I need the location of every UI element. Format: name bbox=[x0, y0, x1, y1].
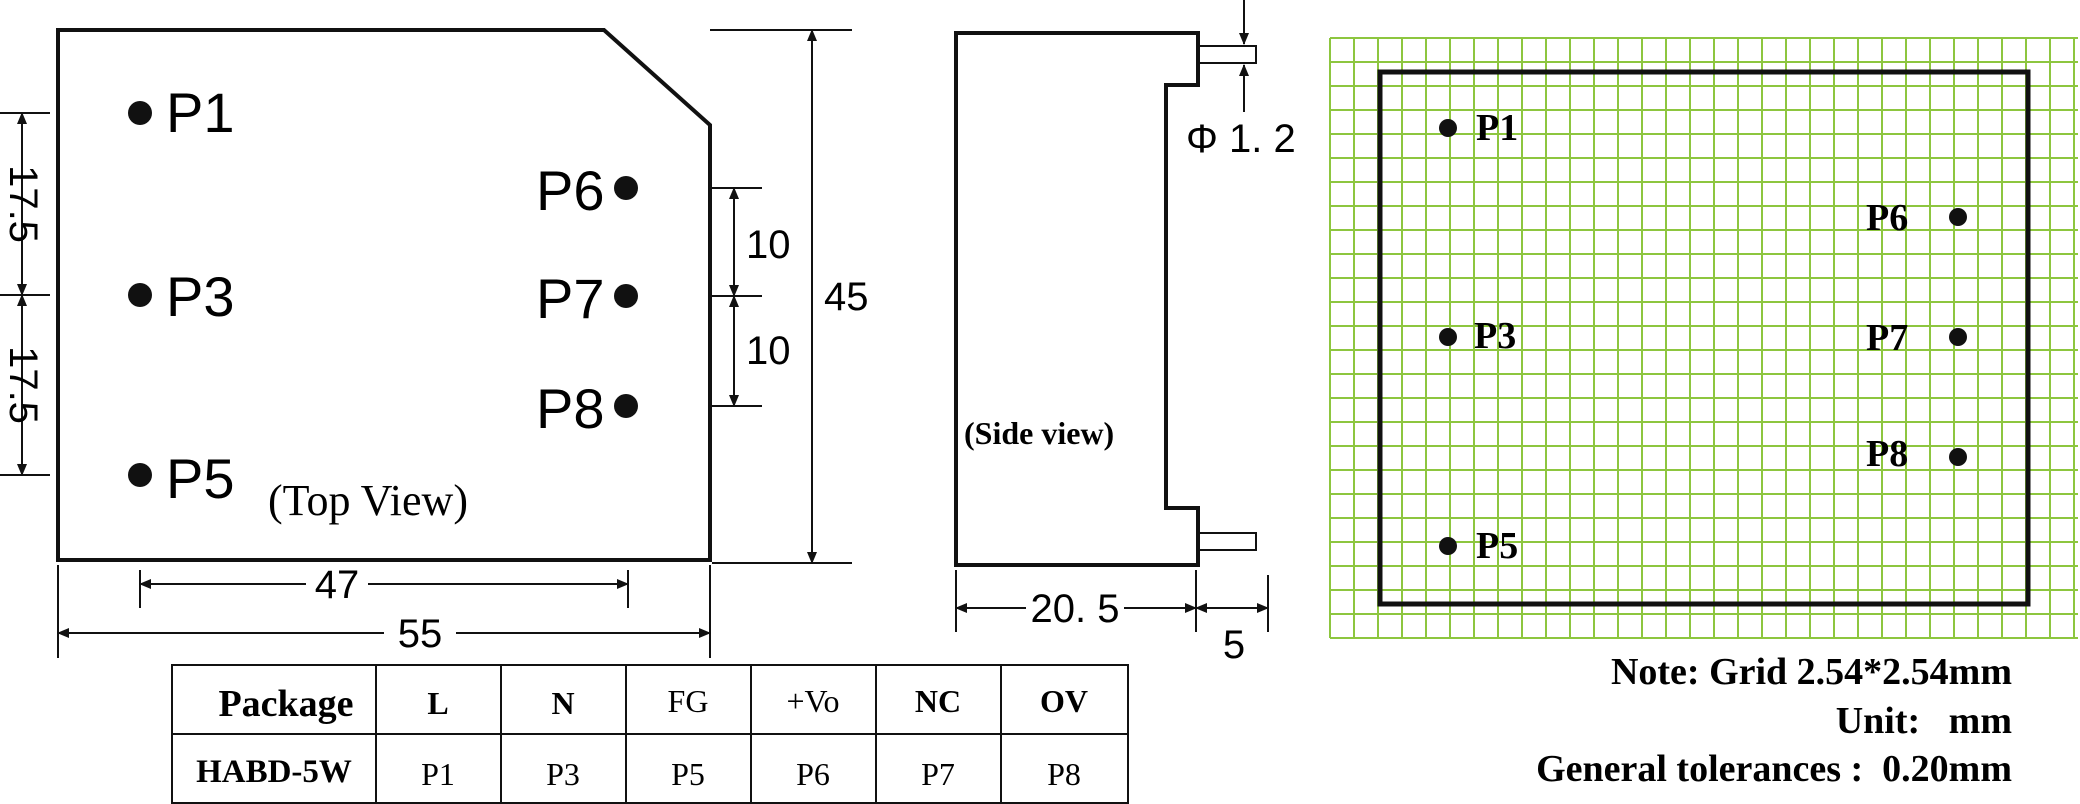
grid-pin-p7-dot bbox=[1949, 328, 1967, 346]
side-view-outline bbox=[954, 31, 1200, 567]
pin-p8-dot bbox=[614, 394, 638, 418]
pin-p7-label: P7 bbox=[536, 267, 605, 330]
dim-pin-diameter: Φ 1. 2 bbox=[1186, 117, 1296, 161]
dim-height: 45 bbox=[824, 275, 869, 319]
pin-pitch-dimensions bbox=[712, 187, 762, 407]
grid-pin-p3-label: P3 bbox=[1474, 315, 1516, 357]
grid-pin-p1-label: P1 bbox=[1476, 107, 1518, 149]
grid-pin-p8-dot bbox=[1949, 448, 1967, 466]
grid-pin-p6-dot bbox=[1949, 208, 1967, 226]
grid-view-outline bbox=[1377, 69, 2031, 607]
pin-p8-label: P8 bbox=[536, 377, 605, 440]
top-view-outline bbox=[56, 28, 712, 562]
table-header-ov: OV bbox=[1040, 683, 1088, 719]
table-cell-l: P1 bbox=[421, 756, 455, 792]
side-pin-top bbox=[1197, 45, 1257, 64]
pin-p6-dot bbox=[614, 176, 638, 200]
grid-pin-p3-dot bbox=[1439, 328, 1457, 346]
table-header-l: L bbox=[427, 685, 448, 721]
note-tolerance: General tolerances : 0.20mm bbox=[1536, 748, 2012, 790]
table-cell-nc: P7 bbox=[921, 756, 955, 792]
dim-right-lower: 10 bbox=[746, 329, 791, 373]
pin-p7-dot bbox=[614, 284, 638, 308]
table-header-vo: +Vo bbox=[786, 683, 839, 719]
table-header-nc: NC bbox=[915, 683, 961, 719]
note-grid: Note: Grid 2.54*2.54mm bbox=[1611, 651, 2012, 693]
table-header-n: N bbox=[551, 685, 574, 721]
pin-table: Package L N FG +Vo NC OV HABD-5W P1 P3 P… bbox=[171, 664, 1129, 804]
grid-pin-p5-label: P5 bbox=[1476, 525, 1518, 567]
grid-pin-p8-label: P8 bbox=[1866, 433, 1908, 475]
table-header-fg: FG bbox=[668, 683, 709, 719]
table-cell-vo: P6 bbox=[796, 756, 830, 792]
pin-p5-label: P5 bbox=[166, 447, 235, 510]
side-pin-bottom bbox=[1197, 532, 1257, 551]
grid-pin-p6-label: P6 bbox=[1866, 197, 1908, 239]
grid-pin-p1-dot bbox=[1439, 119, 1457, 137]
top-view-caption: (Top View) bbox=[268, 476, 468, 525]
pin-p5-dot bbox=[128, 463, 152, 487]
height-dimension bbox=[710, 29, 852, 564]
table-cell-model: HABD-5W bbox=[196, 754, 352, 790]
width-dimension bbox=[57, 565, 711, 658]
grid-pin-p5-dot bbox=[1439, 537, 1457, 555]
pin-p6-label: P6 bbox=[536, 159, 605, 222]
grid-pin-p7-label: P7 bbox=[1866, 317, 1908, 359]
side-depth-dimension bbox=[955, 570, 1269, 632]
dim-pin-span: 47 bbox=[315, 563, 360, 607]
notes: Note: Grid 2.54*2.54mm Unit: mm General … bbox=[1536, 651, 2012, 790]
table-cell-n: P3 bbox=[546, 756, 580, 792]
table-header-package: Package bbox=[218, 683, 353, 725]
note-unit: Unit: mm bbox=[1836, 700, 2012, 742]
pin-p3-dot bbox=[128, 283, 152, 307]
dim-left-lower: 17.5 bbox=[1, 346, 45, 424]
side-view-caption: (Side view) bbox=[964, 415, 1114, 451]
grid-lines bbox=[1329, 37, 2078, 639]
top-view: P1 P3 P5 P6 P7 P8 (Top View) 17.5 17.5 bbox=[0, 28, 869, 658]
dim-body-depth: 20. 5 bbox=[1031, 587, 1120, 631]
dim-right-upper: 10 bbox=[746, 223, 791, 267]
dim-pin-length: 5 bbox=[1223, 623, 1245, 667]
pin-p1-dot bbox=[128, 101, 152, 125]
left-dimensions bbox=[0, 112, 50, 476]
pin-p1-label: P1 bbox=[166, 81, 235, 144]
table-cell-fg: P5 bbox=[671, 756, 705, 792]
side-view: (Side view) Φ 1. 2 20. 5 5 bbox=[954, 0, 1296, 667]
pin-p3-label: P3 bbox=[166, 265, 235, 328]
dim-width: 55 bbox=[398, 612, 443, 656]
grid-view: P1 P6 P3 P7 P8 P5 bbox=[1329, 37, 2078, 639]
dim-left-upper: 17.5 bbox=[1, 165, 45, 243]
table-cell-ov: P8 bbox=[1047, 756, 1081, 792]
pin-span-dimension bbox=[139, 570, 629, 608]
